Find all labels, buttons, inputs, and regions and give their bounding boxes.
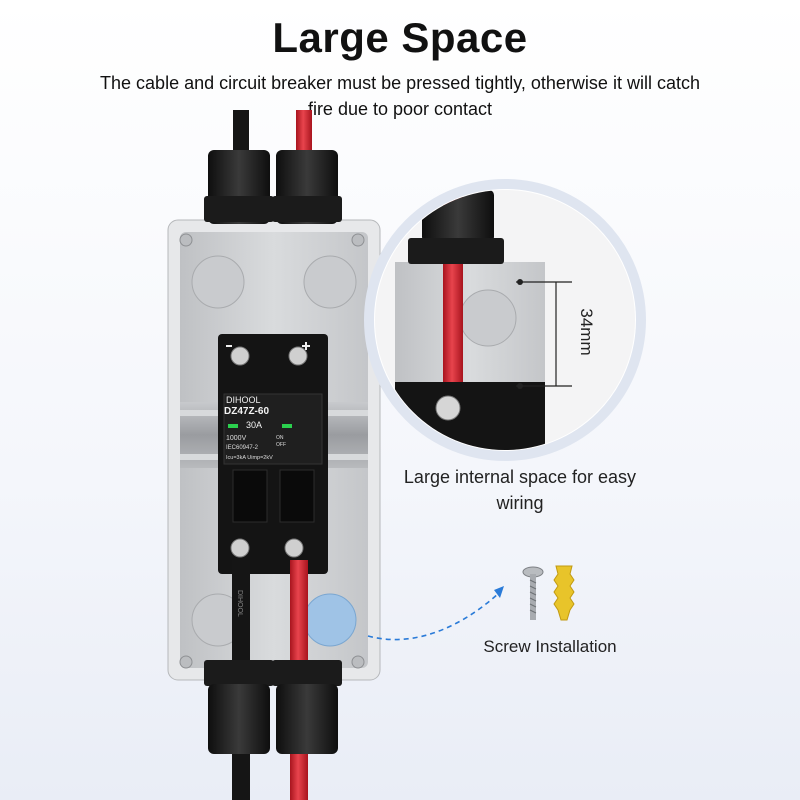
dashed-arrow <box>367 586 504 641</box>
cable-gland-top-left <box>204 150 274 224</box>
page-title: Large Space <box>272 14 528 61</box>
dimension-indicator <box>516 279 572 389</box>
cable-gland-bottom-left <box>204 660 274 754</box>
caption-screw-installation: Screw Installation <box>483 637 617 656</box>
screw-icon <box>522 566 544 620</box>
zoom-detail-circle <box>364 179 646 461</box>
breaker-brand: DIHOOL <box>226 395 261 405</box>
cable-gland-bottom-right <box>272 660 342 754</box>
page-subtitle: The cable and circuit breaker must be pr… <box>100 73 700 119</box>
dimension-label: 34mm <box>577 308 596 356</box>
breaker-standard: IEC60947-2 <box>226 445 259 451</box>
cable-gland-top-right <box>272 150 342 224</box>
wall-anchor-icon <box>553 565 575 621</box>
breaker-model: DZ47Z-60 <box>224 406 269 417</box>
breaker-state-on: ON <box>276 435 284 441</box>
circuit-breaker <box>218 334 328 574</box>
breaker-specs: Icu=3kA Uimp=2kV <box>226 455 273 461</box>
caption-internal-space: Large internal space for easy wiring <box>403 467 637 513</box>
breaker-rating: 30A <box>246 420 262 430</box>
cable-print: DIHOOL <box>236 590 243 617</box>
plus-terminal-icon <box>302 342 310 350</box>
breaker-voltage: 1000V <box>226 435 247 442</box>
breaker-state-off: OFF <box>276 442 286 448</box>
